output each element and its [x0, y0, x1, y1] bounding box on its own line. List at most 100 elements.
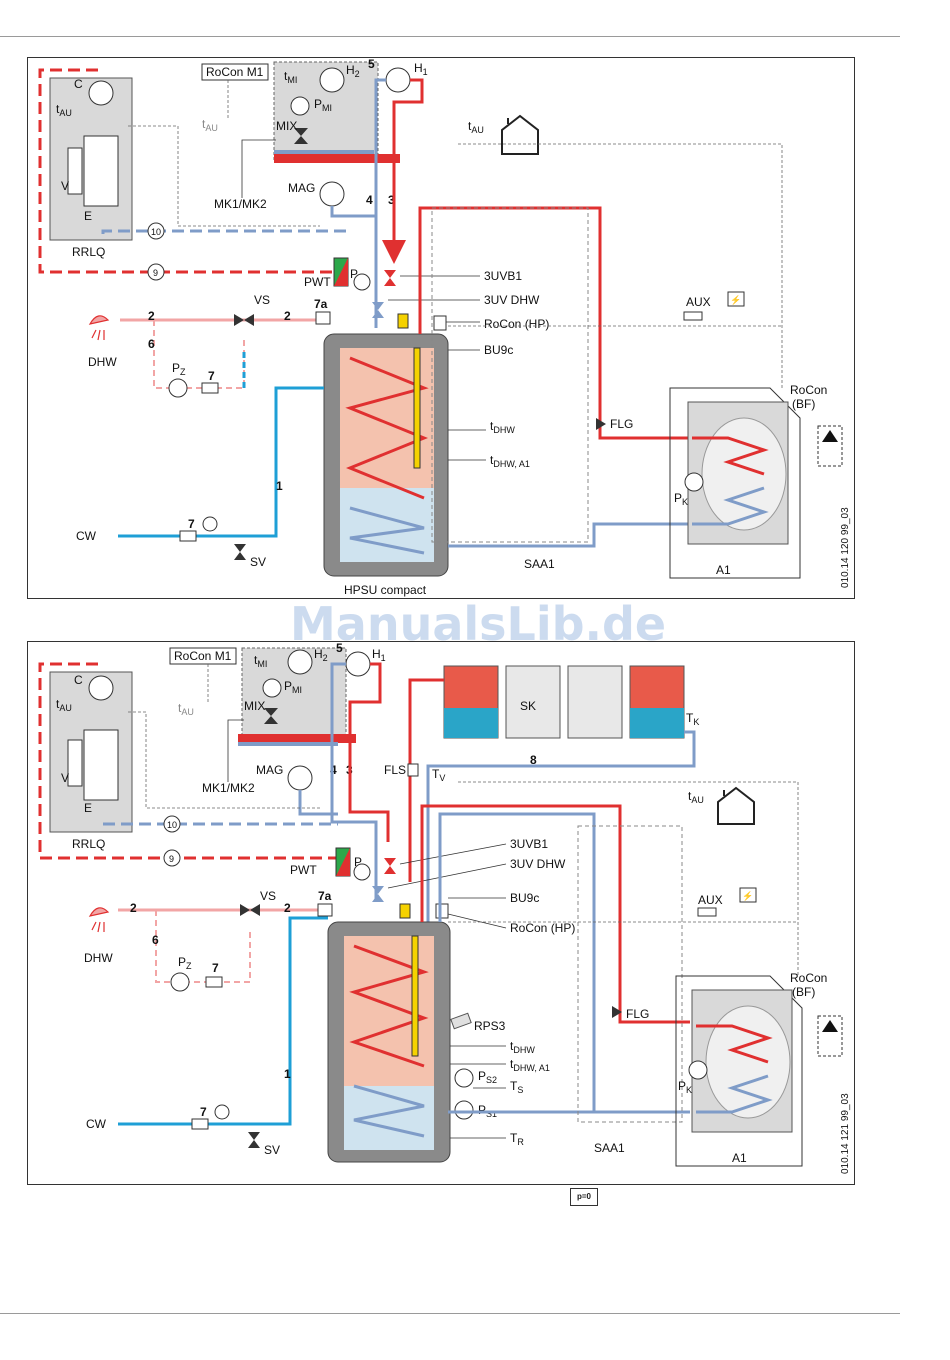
pump-h2 — [319, 67, 345, 93]
label-tdhw-a1: tDHW, A1 — [490, 453, 530, 469]
circ-pipe — [155, 910, 251, 983]
label-rps3: RPS3 — [474, 1019, 506, 1033]
shower-icon — [88, 907, 110, 933]
compressor-c — [88, 80, 114, 106]
label-mk1-mk2: MK1/MK2 — [202, 781, 255, 795]
label-rocon-bf-2: (BF) — [792, 985, 815, 999]
power-icon — [727, 291, 745, 307]
label-rocon-bf: RoCon — [790, 971, 827, 985]
pump-pz — [168, 378, 188, 398]
manifold-bar — [274, 154, 400, 163]
pump-pmi — [262, 678, 282, 698]
label-flg: FLG — [610, 417, 633, 431]
valve-3uv-dhw — [372, 302, 384, 318]
pump-ps1 — [454, 1100, 474, 1120]
diagram-bottom-svg: C tAU V E RRLQ 10 9 RoCon M1 tMI H2 5 PM… — [38, 642, 851, 1174]
a1-supply-red — [418, 206, 688, 440]
label-pk: PK — [674, 491, 688, 507]
a1-coil-red — [692, 436, 769, 476]
valve-3uv-dhw — [372, 886, 384, 902]
fls-sensor — [407, 763, 419, 777]
label-sv: SV — [264, 1143, 280, 1157]
saa1-dashed-box — [431, 207, 589, 543]
rrlq-heat-exchanger — [83, 135, 119, 207]
a1-unit-outline — [675, 975, 803, 1167]
manifold-bar-blue — [238, 742, 338, 746]
supply-red — [348, 746, 390, 842]
pump-ps2 — [454, 1068, 474, 1088]
label-vs: VS — [254, 293, 270, 307]
pump-h1 — [345, 651, 371, 677]
mix-valve — [264, 708, 278, 724]
label-tau2: tAU — [202, 117, 218, 133]
label-7b: 7 — [188, 517, 195, 531]
warning-icon-box — [817, 425, 843, 467]
label-tau3: tAU — [688, 789, 704, 805]
warning-icon — [822, 1020, 838, 1032]
power-icon — [739, 887, 757, 903]
label-sv: SV — [250, 555, 266, 569]
compressor-c — [88, 675, 114, 701]
a1-coil-red — [696, 1024, 773, 1064]
label-tk: TK — [686, 711, 699, 727]
mag-vessel — [319, 181, 345, 207]
label-sk: SK — [520, 699, 536, 713]
marker-9 — [147, 263, 165, 281]
diagram-top-svg: C tAU V E RRLQ 10 9 RoCon M1 tMI H2 5 PM… — [38, 58, 851, 597]
valve-sv — [234, 544, 246, 560]
label-6: 6 — [148, 337, 155, 351]
h1-pipe-red — [392, 78, 424, 166]
aux-contact — [683, 311, 703, 321]
circ-pipe — [153, 320, 245, 389]
label-pmi: PMI — [314, 97, 332, 113]
label-mk1-mk2: MK1/MK2 — [214, 197, 267, 211]
solar-supply-red — [408, 678, 444, 882]
label-2a: 2 — [148, 309, 155, 323]
label-tdhw-a1: tDHW, A1 — [510, 1057, 550, 1073]
label-h2: H2 — [346, 63, 360, 79]
label-rrlq: RRLQ — [72, 245, 105, 259]
h1-pipe-red — [348, 662, 382, 746]
valve-flg — [612, 1006, 622, 1018]
label-9: 9 — [169, 854, 174, 864]
label-rocon-hp: RoCon (HP) — [484, 317, 549, 331]
label-cw: CW — [76, 529, 97, 543]
tank-inner-warm — [344, 936, 434, 1086]
label-p: P — [350, 267, 358, 281]
pump-h2 — [287, 649, 313, 675]
solar-return-blue — [426, 730, 696, 922]
a1-unit-outline — [669, 387, 801, 579]
mag-pipe — [298, 790, 338, 816]
label-tv: TV — [432, 767, 445, 783]
label-3uv-dhw: 3UV DHW — [510, 857, 566, 871]
h1-pipe-blue — [374, 78, 386, 166]
a1-coil-blue — [692, 486, 769, 526]
marker-10 — [147, 222, 165, 240]
leader-3uvb1 — [399, 843, 507, 865]
label-ps2: PS2 — [478, 1069, 497, 1085]
manifold-bar — [238, 734, 356, 743]
label-v: V — [61, 771, 69, 785]
control-bus — [128, 664, 799, 976]
check-valve-7b — [179, 530, 197, 542]
figure-code-bottom: 010.14 121 99_03 — [840, 1093, 851, 1174]
label-rocon-m1: RoCon M1 — [174, 649, 232, 663]
marker-9 — [163, 849, 181, 867]
label-mag: MAG — [256, 763, 283, 777]
cw-pipe — [118, 916, 328, 1126]
rocon-m1-box — [169, 647, 237, 665]
label-7b: 7 — [200, 1105, 207, 1119]
warning-icon — [822, 430, 838, 442]
hydraulic-diagram-top: C tAU V E RRLQ 10 9 RoCon M1 tMI H2 5 PM… — [27, 57, 855, 599]
tank-coil-blue — [349, 506, 425, 555]
loop-10-blue-dashed — [101, 229, 348, 234]
label-3uvb1: 3UVB1 — [484, 269, 522, 283]
mag-vessel — [287, 765, 313, 791]
label-rrlq: RRLQ — [72, 837, 105, 851]
label-aux: AUX — [698, 893, 723, 907]
label-1: 1 — [284, 1067, 291, 1081]
label-flg: FLG — [626, 1007, 649, 1021]
a1-return-blue — [448, 522, 688, 548]
label-rocon-bf-2: (BF) — [792, 397, 815, 411]
label-10: 10 — [151, 227, 161, 237]
